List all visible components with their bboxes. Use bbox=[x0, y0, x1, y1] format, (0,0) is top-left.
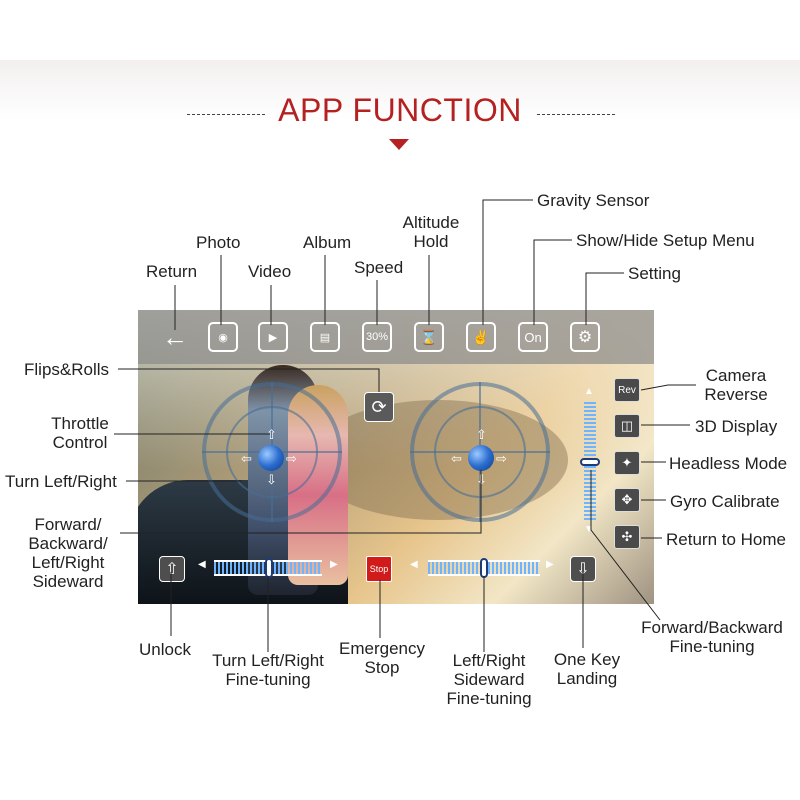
header-background bbox=[0, 60, 800, 120]
label-headless-mode: Headless Mode bbox=[669, 454, 788, 473]
return-to-home-icon[interactable]: ✣ bbox=[614, 525, 640, 549]
right-joystick-knob[interactable] bbox=[468, 445, 494, 471]
gyro-calibrate-icon[interactable]: ✥ bbox=[614, 488, 640, 512]
label-forward-line4: Sideward bbox=[32, 572, 104, 591]
label-camera-line2: Reverse bbox=[704, 385, 768, 404]
label-camera-line1: Camera bbox=[705, 366, 767, 385]
left-right-arrow-icon: ⇨ bbox=[286, 451, 297, 466]
label-video: Video bbox=[248, 262, 292, 281]
label-emergency-stop: Emergency Stop bbox=[332, 639, 432, 677]
label-setting: Setting bbox=[628, 264, 681, 283]
label-altitude-line2: Hold bbox=[413, 232, 449, 251]
label-fb-fine-line2: Fine-tuning bbox=[669, 637, 755, 656]
label-one-key-landing: One Key Landing bbox=[545, 650, 629, 688]
show-hide-menu-button[interactable]: On bbox=[518, 322, 548, 352]
headless-mode-icon[interactable]: ✦ bbox=[614, 451, 640, 475]
label-forward-line1: Forward/ bbox=[34, 515, 102, 534]
setting-gear-icon[interactable]: ⚙ bbox=[570, 322, 600, 352]
left-left-arrow-icon: ⇦ bbox=[241, 451, 252, 466]
label-side-fine-line2: Sideward bbox=[453, 670, 525, 689]
label-throttle-control: Throttle Control bbox=[40, 414, 120, 452]
label-throttle-line1: Throttle bbox=[51, 414, 109, 433]
side-trim-right-arrow-icon[interactable]: ▶ bbox=[546, 559, 554, 570]
label-emergency-line2: Stop bbox=[364, 658, 400, 677]
unlock-button[interactable]: ⇧ bbox=[159, 556, 185, 582]
right-right-arrow-icon: ⇨ bbox=[496, 451, 507, 466]
right-left-arrow-icon: ⇦ bbox=[451, 451, 462, 466]
label-flips-rolls: Flips&Rolls bbox=[24, 360, 110, 379]
label-gravity-sensor: Gravity Sensor bbox=[537, 191, 650, 210]
label-speed: Speed bbox=[354, 258, 404, 277]
label-throttle-line2: Control bbox=[52, 433, 108, 452]
turn-trim-left-arrow-icon[interactable]: ◀ bbox=[198, 559, 206, 570]
title-divider-right bbox=[537, 114, 615, 115]
3d-display-icon[interactable]: ◫ bbox=[614, 414, 640, 438]
emergency-stop-button[interactable]: Stop bbox=[366, 556, 392, 582]
title-down-triangle-icon bbox=[389, 139, 409, 150]
label-camera-reverse: Camera Reverse bbox=[698, 366, 774, 404]
label-landing-line1: One Key bbox=[553, 650, 621, 669]
label-3d-display: 3D Display bbox=[695, 417, 778, 436]
camera-reverse-button[interactable]: Rev bbox=[614, 378, 640, 402]
page-title: APP FUNCTION bbox=[278, 92, 522, 128]
title-divider-left bbox=[187, 114, 265, 115]
label-turn-fine-line2: Fine-tuning bbox=[225, 670, 311, 689]
left-up-arrow-icon: ⇧ bbox=[266, 427, 277, 442]
label-emergency-line1: Emergency bbox=[339, 639, 425, 658]
label-gyro-calibrate: Gyro Calibrate bbox=[670, 492, 780, 511]
label-turn-fine-tuning: Turn Left/Right Fine-tuning bbox=[204, 651, 332, 689]
right-up-arrow-icon: ⇧ bbox=[476, 427, 487, 442]
label-altitude-hold: Altitude Hold bbox=[395, 213, 467, 251]
fb-trim-knob[interactable] bbox=[580, 458, 600, 466]
label-landing-line2: Landing bbox=[556, 669, 618, 688]
label-return-to-home: Return to Home bbox=[666, 530, 786, 549]
label-return: Return bbox=[146, 262, 198, 281]
label-album: Album bbox=[303, 233, 352, 252]
photo-icon[interactable]: ◉ bbox=[208, 322, 238, 352]
left-joystick-knob[interactable] bbox=[258, 445, 284, 471]
label-sideward-fine-tuning: Left/Right Sideward Fine-tuning bbox=[434, 651, 544, 708]
gravity-sensor-icon[interactable]: ✌ bbox=[466, 322, 496, 352]
app-screen: ← ◉ ▶ ▤ 30% ⌛ ✌ On ⚙ ⇧ ⇩ ⇦ ⇨ ⇧ ⇩ ⇦ ⇨ ⟳ ⇧… bbox=[138, 310, 654, 604]
turn-trim-right-arrow-icon[interactable]: ▶ bbox=[330, 559, 338, 570]
label-turn-left-right: Turn Left/Right bbox=[5, 472, 117, 491]
label-photo: Photo bbox=[196, 233, 241, 252]
label-altitude-line1: Altitude bbox=[402, 213, 460, 232]
flips-rolls-button[interactable]: ⟳ bbox=[364, 392, 394, 422]
label-side-fine-line1: Left/Right bbox=[452, 651, 526, 670]
label-side-fine-line3: Fine-tuning bbox=[446, 689, 532, 708]
label-unlock: Unlock bbox=[139, 640, 191, 659]
label-forward-line3: Left/Right bbox=[31, 553, 105, 572]
side-trim-left-arrow-icon[interactable]: ◀ bbox=[410, 559, 418, 570]
label-turn-fine-line1: Turn Left/Right bbox=[212, 651, 324, 670]
left-down-arrow-icon: ⇩ bbox=[266, 472, 277, 487]
fb-trim-down-arrow-icon[interactable]: ▼ bbox=[584, 524, 594, 535]
label-show-hide-setup-menu: Show/Hide Setup Menu bbox=[576, 231, 755, 250]
label-forward-backward-fine-tuning: Forward/Backward Fine-tuning bbox=[632, 618, 792, 656]
fb-trim-up-arrow-icon[interactable]: ▲ bbox=[584, 386, 594, 397]
label-forward-backward: Forward/ Backward/ Left/Right Sideward bbox=[16, 515, 120, 591]
turn-trim-knob[interactable] bbox=[265, 558, 273, 578]
video-icon[interactable]: ▶ bbox=[258, 322, 288, 352]
label-fb-fine-line1: Forward/Backward bbox=[641, 618, 783, 637]
label-forward-line2: Backward/ bbox=[28, 534, 108, 553]
top-toolbar: ← ◉ ▶ ▤ 30% ⌛ ✌ On ⚙ bbox=[138, 310, 654, 364]
